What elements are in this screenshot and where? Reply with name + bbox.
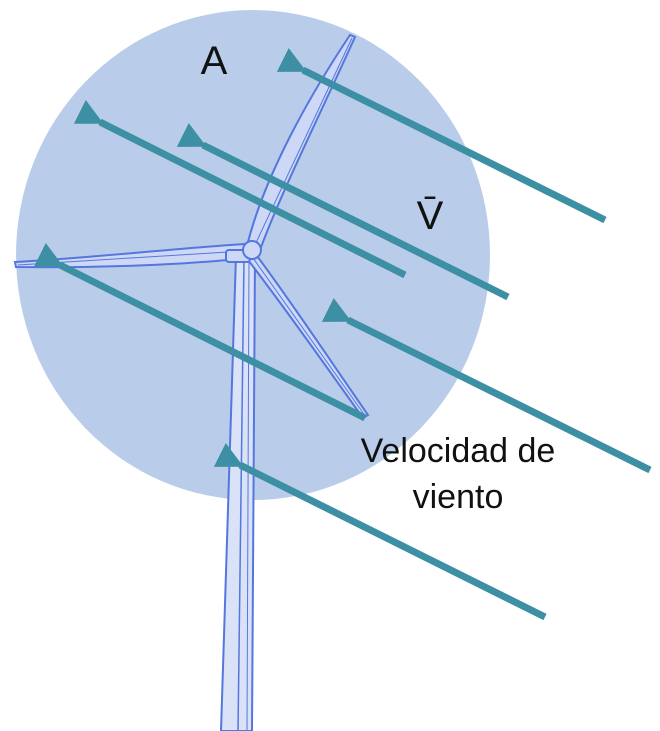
wind-speed-label-line1: Velocidad de xyxy=(361,432,556,470)
wind-arrow xyxy=(33,242,367,422)
wind-speed-label-line2: viento xyxy=(413,478,504,516)
wind-arrow xyxy=(176,123,510,301)
wind-arrow xyxy=(321,298,652,474)
wind-arrow xyxy=(276,48,607,224)
wind-arrow xyxy=(73,99,407,279)
wind-arrow xyxy=(213,443,547,621)
turbine-hub xyxy=(225,240,262,263)
area-label: A xyxy=(201,39,228,83)
velocity-symbol-label: V̄ xyxy=(417,194,444,238)
wind-arrows xyxy=(33,48,652,621)
